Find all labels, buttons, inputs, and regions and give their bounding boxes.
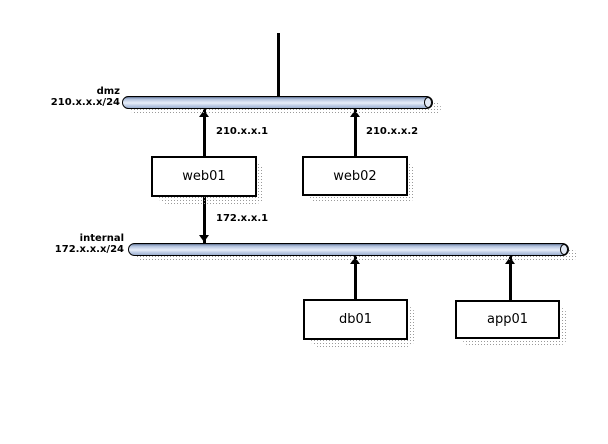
network-label-internal: internal 172.x.x.x/24 (0, 233, 124, 255)
network-bar-dmz (122, 96, 433, 109)
uplink-line (277, 33, 280, 97)
node-web01: web01 (151, 156, 257, 197)
node-label: web01 (182, 169, 226, 184)
node-db01: db01 (303, 299, 408, 340)
network-bar-internal (128, 243, 569, 256)
address-label-web02-dmz: 210.x.x.2 (366, 126, 419, 137)
connection-line-dmz-web01 (203, 109, 206, 157)
connection-line-internal-app01 (509, 256, 512, 300)
network-cidr: 172.x.x.x/24 (54, 244, 124, 255)
pipe-end-cap-icon (424, 97, 432, 108)
connection-line-dmz-web02 (354, 109, 357, 156)
arrow-down-icon (199, 235, 209, 242)
node-label: web02 (333, 168, 377, 184)
connection-line-web01-internal (203, 197, 206, 243)
pipe-end-cap-icon (560, 244, 568, 255)
network-name: dmz (96, 86, 120, 97)
address-label-web01-dmz: 210.x.x.1 (216, 126, 269, 137)
connection-line-internal-db01 (354, 256, 357, 299)
network-name: internal (79, 233, 124, 244)
address-label-web01-internal: 172.x.x.1 (216, 213, 269, 224)
node-label: db01 (338, 312, 373, 327)
node-label: app01 (486, 312, 528, 327)
network-cidr: 210.x.x.x/24 (50, 97, 120, 108)
node-web02: web02 (302, 156, 408, 196)
node-app01: app01 (455, 300, 560, 339)
network-label-dmz: dmz 210.x.x.x/24 (0, 86, 120, 108)
